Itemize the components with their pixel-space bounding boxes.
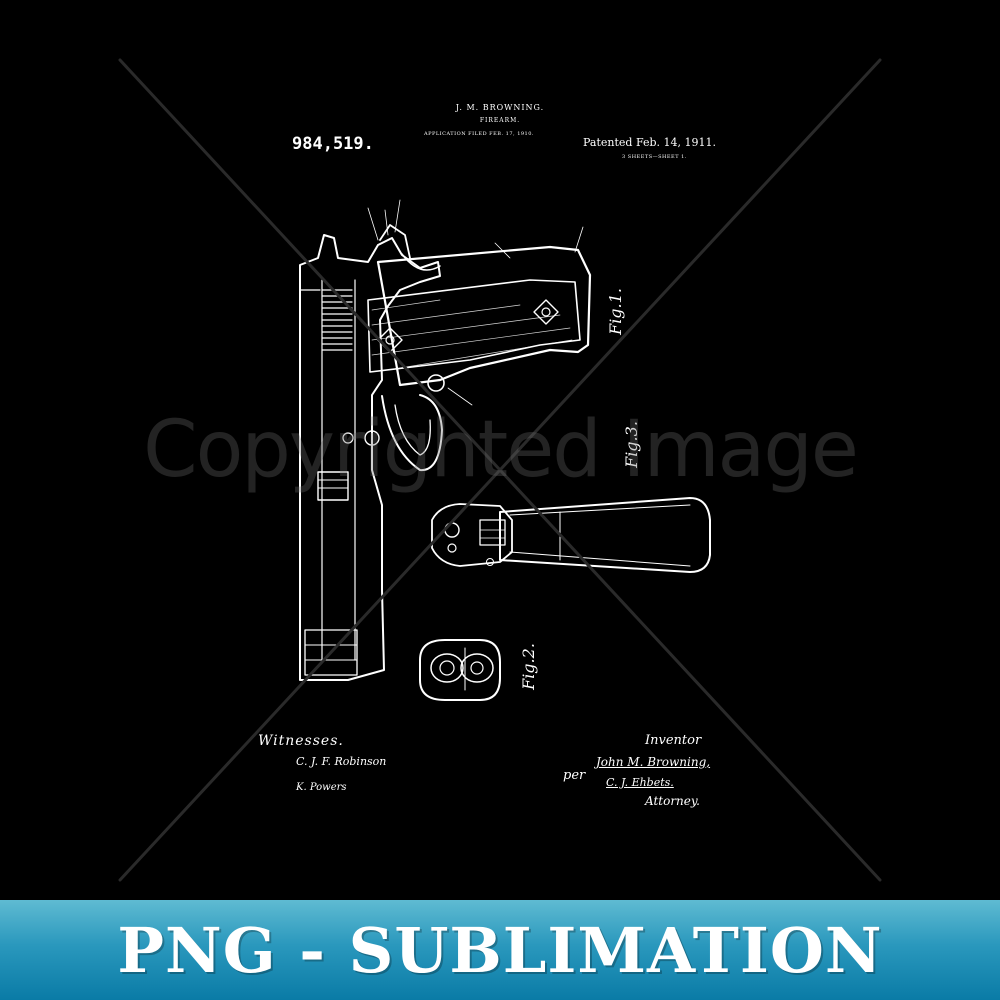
format-banner: PNG - SUBLIMATION — [0, 900, 1000, 1000]
banner-label: PNG - SUBLIMATION — [117, 913, 883, 987]
watermark-text: Copyrighted Image — [143, 405, 859, 495]
pistol-slide — [299, 234, 441, 681]
witness-signature-2: K. Powers — [296, 782, 347, 793]
attorney-signature: C. J. Ehbets. — [606, 776, 674, 789]
per-label: per — [563, 768, 586, 783]
barrel-bushing — [317, 471, 349, 501]
patented-date: Patented Feb. 14, 1911. — [583, 136, 717, 149]
magazine-end-view — [419, 639, 501, 701]
sheet-count: 3 SHEETS—SHEET 1. — [622, 154, 687, 160]
invention-title: FIREARM. — [479, 117, 521, 124]
inventor-signature: John M. Browning, — [596, 755, 711, 769]
pistol-diagram — [118, 58, 882, 882]
inventor-name-header: J. M. BROWNING. — [455, 103, 545, 112]
magazine-lips — [431, 503, 513, 567]
witnesses-label: Witnesses. — [258, 733, 344, 749]
slide-serrations — [321, 289, 353, 351]
attorney-label: Attorney. — [645, 794, 700, 808]
grip-panel — [367, 279, 581, 373]
figure-label-2: Fig.2. — [518, 643, 538, 690]
magazine — [499, 497, 711, 573]
inventor-label: Inventor — [645, 733, 702, 748]
trigger-guard — [381, 394, 443, 472]
pistol-grip — [376, 245, 592, 387]
application-filed: APPLICATION FILED FEB. 17, 1910. — [424, 131, 535, 137]
magazine-catch — [427, 374, 445, 392]
grip-screw-diamond — [533, 299, 559, 325]
figure-label-1: Fig.1. — [605, 288, 625, 335]
patent-number: 984,519. — [292, 134, 374, 154]
witness-signature-1: C. J. F. Robinson — [296, 755, 387, 768]
hammer — [379, 224, 411, 259]
patent-drawing: J. M. BROWNING. FIREARM. APPLICATION FIL… — [118, 58, 882, 882]
